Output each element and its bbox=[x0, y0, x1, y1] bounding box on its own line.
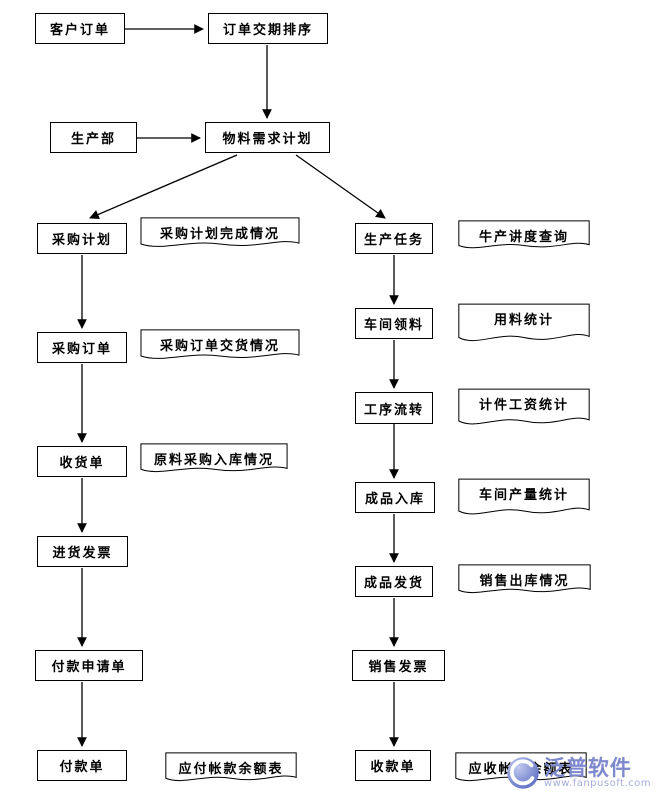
node-label: 车间领料 bbox=[363, 318, 424, 333]
doc-purchase-plan-status: 采购计划完成情况 bbox=[140, 217, 300, 253]
node-mrp: 物料需求计划 bbox=[205, 122, 330, 153]
node-order-delivery-sort: 订单交期排序 bbox=[208, 13, 328, 44]
node-purchase-plan: 采购计划 bbox=[37, 223, 127, 254]
doc-production-progress: 牛产讲度查询 bbox=[458, 220, 590, 254]
document-shape bbox=[458, 388, 590, 432]
node-production-task: 生产任务 bbox=[355, 223, 433, 254]
document-shape bbox=[140, 443, 288, 478]
node-label: 付款单 bbox=[59, 760, 105, 775]
fanpu-watermark: 泛普软件 www.fanpusoft.com bbox=[506, 756, 651, 790]
doc-label: 牛产讲度查询 bbox=[478, 230, 569, 245]
node-payment-note: 付款单 bbox=[37, 750, 127, 781]
doc-sales-outbound: 销售出库情况 bbox=[458, 564, 591, 599]
node-purchase-invoice: 进货发票 bbox=[37, 536, 128, 567]
doc-payable-balance: 应付帐款余额表 bbox=[165, 752, 297, 787]
node-label: 物料需求计划 bbox=[222, 132, 313, 147]
node-receipt-note: 收款单 bbox=[355, 750, 431, 781]
node-customer-order: 客户订单 bbox=[35, 13, 125, 44]
node-label: 采购订单 bbox=[51, 342, 112, 357]
doc-label: 原料采购入库情况 bbox=[153, 453, 274, 468]
doc-raw-material-inbound: 原料采购入库情况 bbox=[140, 443, 288, 478]
node-workshop-picking: 车间领料 bbox=[355, 308, 433, 339]
node-label: 订单交期排序 bbox=[222, 23, 313, 38]
node-payment-request: 付款申请单 bbox=[35, 650, 143, 681]
node-label: 销售发票 bbox=[368, 660, 429, 675]
node-purchase-order: 采购订单 bbox=[37, 332, 127, 363]
node-label: 付款申请单 bbox=[51, 660, 127, 675]
document-shape bbox=[165, 752, 297, 787]
node-label: 工序流转 bbox=[363, 402, 424, 418]
doc-material-usage: 用料统计 bbox=[458, 303, 590, 349]
node-label: 采购计划 bbox=[51, 233, 112, 248]
watermark-text: 泛普软件 www.fanpusoft.com bbox=[544, 757, 651, 790]
doc-label: 采购计划完成情况 bbox=[159, 227, 280, 242]
doc-label: 车间产量统计 bbox=[478, 488, 569, 503]
doc-workshop-output: 车间产量统计 bbox=[458, 478, 590, 522]
node-finished-goods-ship: 成品发货 bbox=[355, 566, 433, 597]
fanpu-logo-icon bbox=[507, 757, 539, 789]
node-label: 生产任务 bbox=[363, 233, 424, 248]
node-finished-goods-in: 成品入库 bbox=[355, 482, 435, 513]
document-shape bbox=[140, 217, 300, 253]
node-label: 收款单 bbox=[370, 760, 416, 775]
node-sales-invoice: 销售发票 bbox=[352, 650, 445, 681]
document-shape bbox=[458, 220, 590, 254]
doc-label: 采购订单交货情况 bbox=[159, 339, 280, 354]
document-shape bbox=[140, 329, 300, 365]
document-shape bbox=[458, 564, 591, 599]
document-shape bbox=[458, 303, 590, 349]
node-label: 客户订单 bbox=[49, 23, 110, 38]
node-label: 收货单 bbox=[59, 456, 105, 471]
watermark-brand: 泛普软件 bbox=[543, 755, 632, 780]
doc-label: 应付帐款余额表 bbox=[178, 762, 284, 777]
doc-label: 销售出库情况 bbox=[479, 574, 570, 589]
watermark-url: www.fanpusoft.com bbox=[543, 777, 651, 789]
node-production-dept: 生产部 bbox=[50, 122, 137, 153]
doc-label: 用料统计 bbox=[493, 313, 554, 328]
node-label: 成品入库 bbox=[364, 492, 425, 507]
doc-label: 计件工资统计 bbox=[478, 398, 569, 413]
node-label: 成品发货 bbox=[363, 576, 424, 591]
node-process-flow: 工序流转 bbox=[355, 392, 433, 424]
node-receiving-note: 收货单 bbox=[37, 446, 127, 477]
doc-purchase-order-delivery: 采购订单交货情况 bbox=[140, 329, 300, 365]
node-label: 进货发票 bbox=[52, 546, 113, 561]
node-label: 生产部 bbox=[70, 132, 116, 147]
doc-piecework-wage: 计件工资统计 bbox=[458, 388, 590, 432]
document-shape bbox=[458, 478, 590, 522]
